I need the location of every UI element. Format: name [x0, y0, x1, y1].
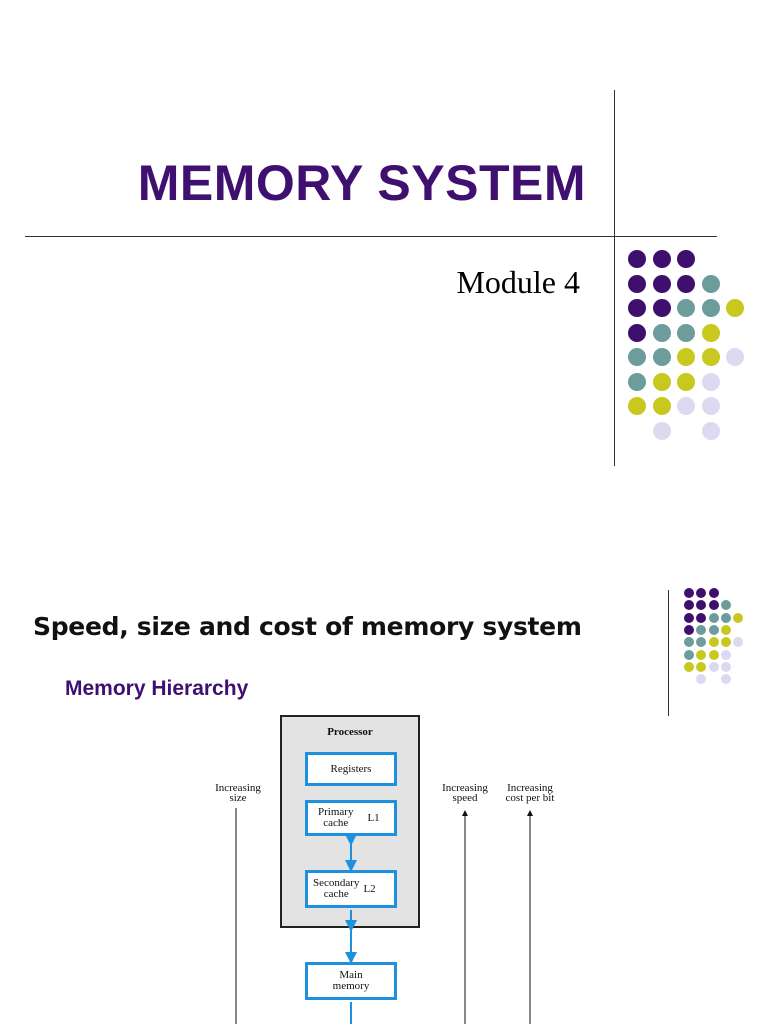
decor-dot — [628, 397, 646, 415]
decor-dot — [677, 323, 695, 342]
l1-label: L1 — [367, 811, 380, 824]
decor-dot — [628, 274, 646, 293]
decor-dot — [652, 323, 671, 342]
decor-dot — [677, 299, 695, 317]
decor-dot — [726, 348, 744, 366]
processor-label: Processor — [327, 726, 373, 738]
decor-dot — [628, 299, 646, 317]
increasing-cost-label: Increasing cost per bit — [505, 782, 555, 804]
decor-dot-small — [708, 649, 719, 660]
registers-box: Registers — [305, 752, 397, 786]
decor-dot — [677, 372, 695, 391]
decor-dot — [677, 250, 695, 268]
decor-dot-small — [720, 600, 731, 611]
decor-dot — [701, 323, 720, 342]
decor-dot-small — [720, 624, 731, 635]
primary-cache-box: Primary cache L1 — [305, 800, 397, 836]
decor-dot — [701, 274, 720, 293]
decor-dot-small — [696, 661, 707, 672]
decor-dot-small — [696, 612, 707, 623]
decor-dot-small — [684, 661, 694, 672]
decor-dot-small — [708, 612, 719, 623]
decor-dot-small — [684, 624, 694, 635]
secondary-cache-box: Secondary cache L2 — [305, 870, 397, 908]
decor-dot — [701, 372, 720, 391]
vertical-divider-line — [614, 90, 615, 466]
decor-dot-small — [720, 674, 731, 685]
title-divider-line — [25, 236, 717, 237]
decor-dot — [628, 348, 646, 366]
decor-dot — [652, 274, 671, 293]
decor-dot-small — [696, 674, 707, 685]
vertical-divider-line-2 — [668, 590, 669, 716]
decor-dot — [652, 299, 671, 317]
decor-dot-small — [708, 661, 719, 672]
slide-heading: Speed, size and cost of memory system — [33, 612, 582, 641]
l2-label: L2 — [363, 882, 376, 895]
decor-dot-small — [708, 600, 719, 611]
decor-dot-small — [696, 624, 707, 635]
decor-dot — [677, 348, 695, 366]
decor-dot — [628, 250, 646, 268]
decor-dot — [652, 372, 671, 391]
primary-cache-label: Primary cache — [318, 806, 354, 829]
decor-dot-small — [708, 637, 719, 648]
decor-dot — [701, 299, 720, 317]
decor-dot-small — [684, 637, 694, 648]
increasing-speed-label: Increasing speed — [442, 782, 488, 804]
decor-dot — [652, 250, 671, 268]
slide-title: MEMORY SYSTEM — [137, 155, 586, 211]
decor-dot — [652, 348, 671, 366]
decor-dot — [701, 397, 720, 415]
decor-dot-small — [708, 588, 719, 598]
decor-dot-small — [708, 624, 719, 635]
decor-dot — [677, 274, 695, 293]
decor-dot — [701, 421, 720, 440]
secondary-cache-label: Secondary cache — [313, 877, 360, 900]
decor-dot-small — [720, 661, 731, 672]
decor-dot — [726, 299, 744, 317]
decor-dot-small — [684, 600, 694, 611]
decor-dot-small — [696, 649, 707, 660]
decor-dot-small — [696, 600, 707, 611]
decor-dot-small — [684, 612, 694, 623]
slide-subtitle: Module 4 — [456, 264, 580, 300]
section-subheading: Memory Hierarchy — [65, 677, 249, 700]
main-memory-box: Main memory — [305, 962, 397, 1000]
decor-dot-small — [696, 637, 707, 648]
decor-dot-small — [684, 649, 694, 660]
decor-dot-small — [733, 637, 744, 648]
increasing-size-label: Increasing size — [215, 782, 261, 804]
decor-dot-small — [684, 588, 694, 598]
decor-dot — [652, 421, 671, 440]
decor-dot — [677, 397, 695, 415]
decor-dot — [628, 372, 646, 391]
decor-dot — [652, 397, 671, 415]
decor-dot — [628, 323, 646, 342]
decor-dot — [701, 348, 720, 366]
decor-dot-small — [720, 637, 731, 648]
decor-dot-small — [720, 649, 731, 660]
decor-dot-small — [733, 612, 744, 623]
decor-dot-small — [720, 612, 731, 623]
decor-dot-small — [696, 588, 707, 598]
